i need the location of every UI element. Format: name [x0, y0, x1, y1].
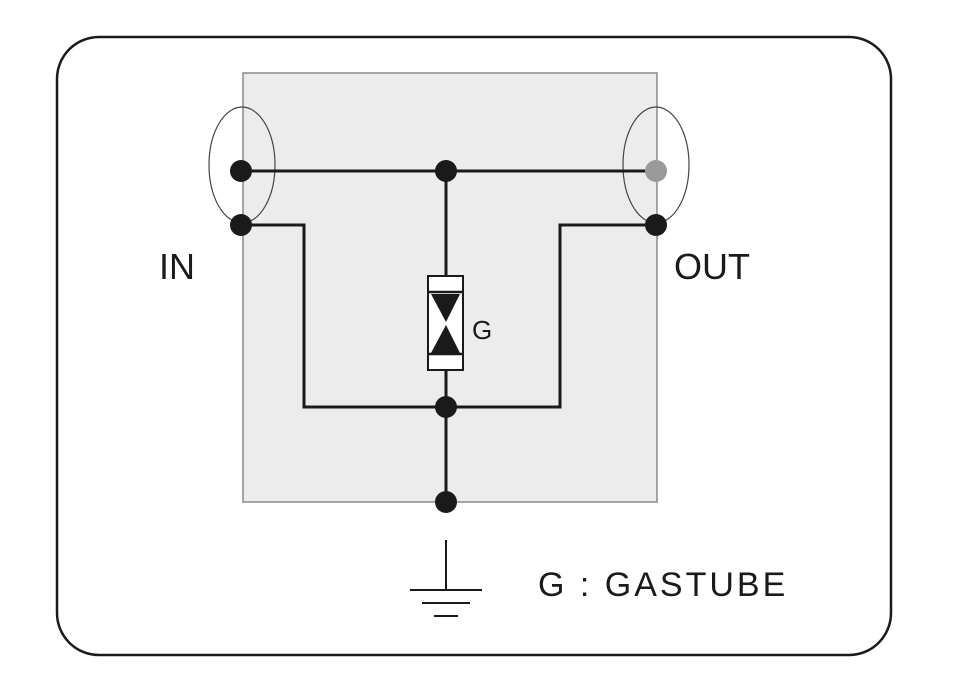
node-input-top [230, 160, 252, 182]
legend-text: G : GASTUBE [538, 566, 788, 604]
gastube-symbol [427, 275, 464, 371]
gastube-lower-triangle [431, 325, 460, 353]
node-input-bottom [230, 214, 252, 236]
node-ground-terminal [435, 491, 457, 513]
wires [241, 169, 656, 502]
gastube-body [427, 275, 464, 371]
lower-right-wire [446, 223, 656, 409]
node-output-bottom [645, 214, 667, 236]
node-top-junction [435, 160, 457, 182]
input-label: IN [159, 246, 195, 287]
output-label: OUT [674, 246, 750, 287]
node-bottom-junction [435, 396, 457, 418]
lower-left-wire [241, 223, 446, 409]
node-output-top [645, 160, 667, 182]
component-label: G [472, 315, 492, 345]
gastube-upper-triangle [431, 294, 460, 322]
ground-icon [410, 540, 482, 617]
